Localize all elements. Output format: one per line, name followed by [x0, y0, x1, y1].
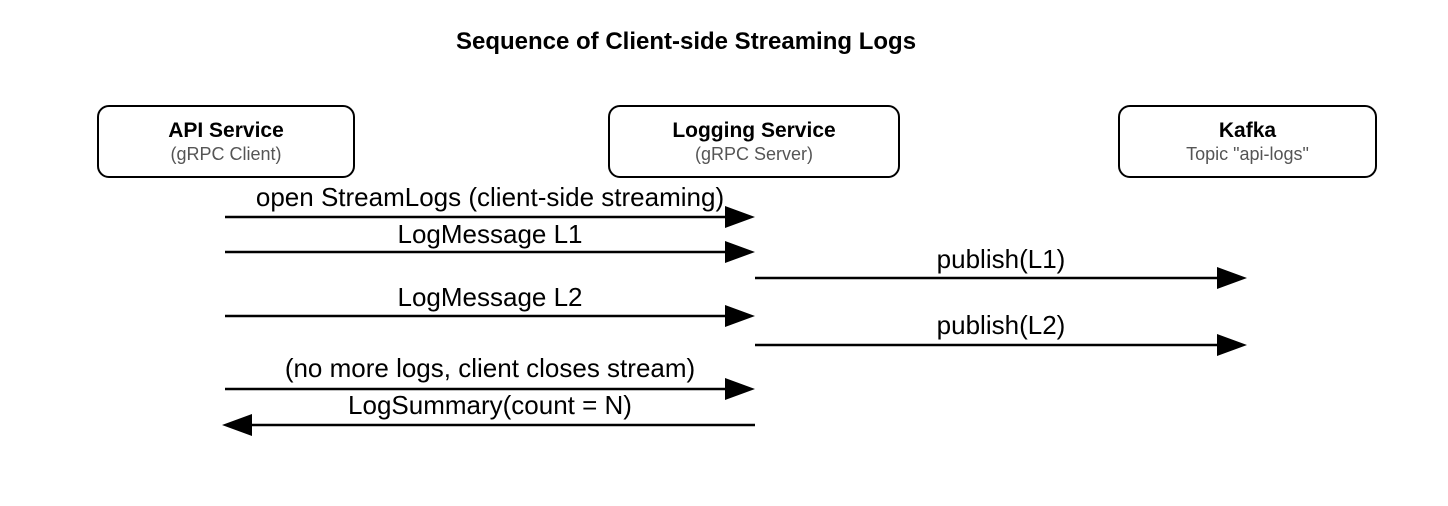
- message-arrow-open-streamlogs: [225, 206, 755, 228]
- arrow-head-right-icon: [1217, 267, 1247, 289]
- actor-name: Kafka: [1218, 118, 1277, 142]
- diagram-title: Sequence of Client-side Streaming Logs: [455, 28, 917, 55]
- message-label: LogSummary(count = N): [348, 390, 632, 420]
- message-label: LogMessage L2: [397, 282, 583, 312]
- message-arrow-logmessage-l2: [225, 305, 755, 327]
- message-arrow-logsummary: [222, 414, 755, 436]
- arrow-head-right-icon: [1217, 334, 1247, 356]
- message-arrow-publish-l2: [755, 334, 1247, 356]
- actor-subtitle: Topic "api-logs": [1186, 143, 1309, 164]
- actor-box-logging-service: Logging Service (gRPC Server): [608, 105, 900, 178]
- actor-name: API Service: [168, 118, 284, 142]
- message-label: publish(L2): [936, 310, 1066, 340]
- actor-box-api-service: API Service (gRPC Client): [97, 105, 355, 178]
- message-arrow-logmessage-l1: [225, 241, 755, 263]
- actor-subtitle: (gRPC Client): [170, 143, 282, 164]
- arrow-head-right-icon: [725, 241, 755, 263]
- message-label: publish(L1): [936, 244, 1066, 274]
- arrow-head-right-icon: [725, 206, 755, 228]
- actor-name: Logging Service: [672, 118, 836, 142]
- message-arrow-close-stream: [225, 378, 755, 400]
- message-arrow-publish-l1: [755, 267, 1247, 289]
- message-label: open StreamLogs (client-side streaming): [255, 182, 725, 212]
- arrow-head-left-icon: [222, 414, 252, 436]
- message-label: (no more logs, client closes stream): [284, 353, 696, 383]
- arrow-head-right-icon: [725, 305, 755, 327]
- actor-box-kafka: Kafka Topic "api-logs": [1118, 105, 1377, 178]
- arrow-head-right-icon: [725, 378, 755, 400]
- message-label: LogMessage L1: [397, 219, 583, 249]
- actor-subtitle: (gRPC Server): [694, 143, 814, 164]
